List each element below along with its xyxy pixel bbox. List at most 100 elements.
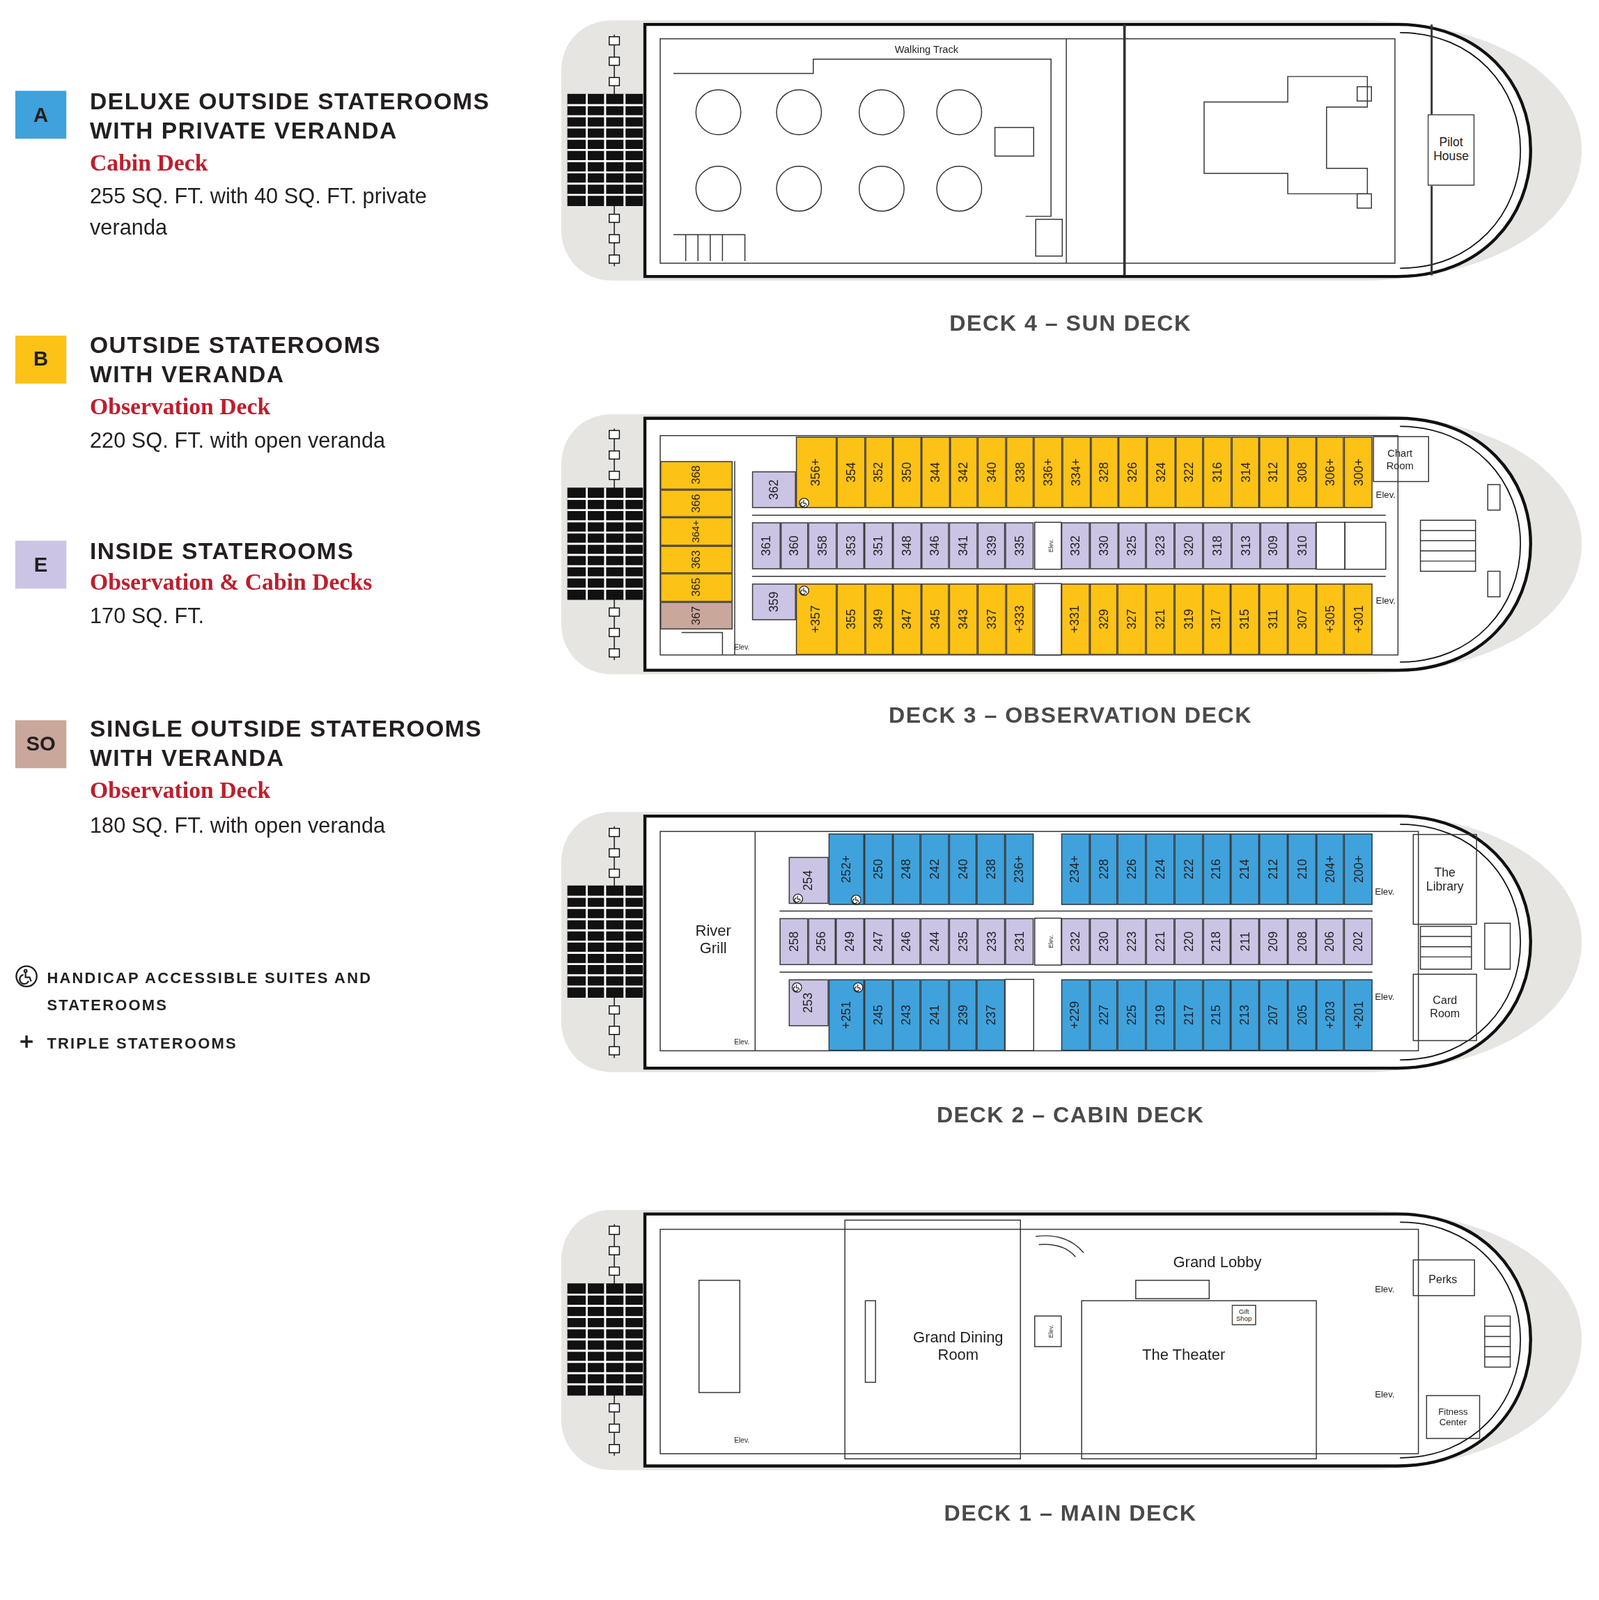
handicap-icon xyxy=(14,964,39,989)
icon-ring xyxy=(851,895,861,905)
room-box: Pilot House xyxy=(1427,114,1475,186)
room-number: 245 xyxy=(871,1004,885,1026)
room-number: 211 xyxy=(1238,931,1252,952)
plus-mark xyxy=(20,1035,33,1049)
room-number: 351 xyxy=(872,535,886,556)
stateroom: 368 xyxy=(660,461,733,489)
stateroom: 241 xyxy=(920,979,949,1052)
legend-heading: HANDICAP ACCESSIBLE SUITES AND STATEROOM… xyxy=(46,965,374,1019)
elevator-label-box: Elev. xyxy=(1374,1278,1395,1297)
triple-symbol xyxy=(14,1029,39,1054)
room-number: 232 xyxy=(1069,931,1082,953)
stateroom: 366 xyxy=(660,489,733,518)
stateroom: 352 xyxy=(864,436,893,509)
room-number: 312 xyxy=(1267,462,1281,483)
size-note-box: 170 SQ. FT. xyxy=(89,600,437,632)
room-number: 250 xyxy=(871,859,885,880)
handicap-icon xyxy=(798,497,811,510)
stateroom: 225 xyxy=(1117,979,1147,1052)
room-number: 236+ xyxy=(1013,855,1026,884)
stateroom: 346 xyxy=(920,522,949,569)
deck-title-box: DECK 1 – MAIN DECK xyxy=(943,1500,1197,1527)
stateroom: 250 xyxy=(864,833,893,906)
room-number: 366 xyxy=(690,493,702,513)
stateroom: 254 xyxy=(789,857,829,904)
stateroom: +251 xyxy=(828,979,865,1052)
stateroom: 218 xyxy=(1202,918,1232,966)
stateroom: +305 xyxy=(1315,583,1345,656)
room-number: 228 xyxy=(1097,859,1111,880)
stateroom: 340 xyxy=(977,436,1006,509)
room-number: 300+ xyxy=(1352,458,1365,487)
room-number: 330 xyxy=(1097,535,1111,556)
legend-heading-box: OUTSIDE STATEROOMS WITH VERANDA xyxy=(89,330,407,390)
room-number: 212 xyxy=(1267,859,1281,880)
stateroom: 308 xyxy=(1287,436,1316,509)
stateroom: 362 xyxy=(752,471,797,509)
legend-heading-box: HANDICAP ACCESSIBLE SUITES AND STATEROOM… xyxy=(46,965,374,1019)
deck-note-box: Cabin Deck xyxy=(89,146,208,179)
stateroom: 364+ xyxy=(660,517,733,546)
room-name-box: Grand Dining Room xyxy=(901,1328,1014,1364)
stateroom: 227 xyxy=(1089,979,1118,1052)
elevator-label: Elev. xyxy=(734,644,750,652)
room-name: The Theater xyxy=(1142,1346,1226,1364)
icon-ring xyxy=(16,966,37,987)
room-name-box: Fitness Center xyxy=(1428,1407,1478,1428)
room-number: 223 xyxy=(1126,931,1139,953)
stateroom: 246 xyxy=(892,918,922,966)
room-name: The Library xyxy=(1417,865,1473,895)
stateroom: 202 xyxy=(1344,918,1373,966)
stateroom: 328 xyxy=(1090,436,1119,509)
deck-note: Observation & Cabin Decks xyxy=(89,569,372,596)
room-number: 219 xyxy=(1153,1004,1167,1026)
size-note-box: 180 SQ. FT. with open veranda xyxy=(89,809,437,841)
room-number: 342 xyxy=(957,462,971,483)
icon-ring xyxy=(853,983,863,993)
area-name: Walking Track xyxy=(894,43,959,56)
room-number: 325 xyxy=(1126,535,1139,556)
room-name-box: Perks xyxy=(1428,1269,1457,1288)
room-number: 328 xyxy=(1098,462,1111,483)
stateroom: 212 xyxy=(1259,833,1288,906)
room-number: 339 xyxy=(985,535,998,556)
stateroom: 332 xyxy=(1061,522,1090,569)
stateroom: 219 xyxy=(1146,979,1175,1052)
stateroom: 365 xyxy=(660,573,733,602)
stateroom: 336+ xyxy=(1034,436,1063,509)
stateroom: 343 xyxy=(949,583,978,656)
icon-figure xyxy=(800,500,807,507)
icon-figure xyxy=(794,895,801,903)
stateroom: 360 xyxy=(780,522,808,569)
stateroom: 309 xyxy=(1259,522,1289,569)
stateroom: 315 xyxy=(1231,583,1260,656)
room-number: 308 xyxy=(1296,462,1309,483)
room-number: 237 xyxy=(984,1004,998,1026)
room-name-box: Chart Room xyxy=(1377,447,1423,473)
room-number: 368 xyxy=(690,465,702,485)
stateroom: 351 xyxy=(864,522,893,569)
room-number: 240 xyxy=(956,859,970,880)
elevator-label: Elev. xyxy=(1374,886,1395,897)
room-number: 220 xyxy=(1182,931,1196,953)
stateroom: 311 xyxy=(1259,583,1288,656)
stateroom: 325 xyxy=(1117,522,1147,569)
room-number: 241 xyxy=(928,1004,941,1026)
room-number: 315 xyxy=(1238,609,1252,630)
room-number: 258 xyxy=(787,931,801,953)
room-name-box: The Library xyxy=(1417,865,1473,895)
room-number: 205 xyxy=(1295,1004,1308,1026)
room-number: +229 xyxy=(1069,1001,1082,1030)
legend-heading: OUTSIDE STATEROOMS WITH VERANDA xyxy=(89,330,407,390)
room-number: 202 xyxy=(1352,931,1365,953)
deck-note: Observation Deck xyxy=(89,777,271,803)
stateroom: 344 xyxy=(921,436,950,509)
elevator-label-box: Elev. xyxy=(734,1428,750,1447)
stateroom: 233 xyxy=(977,918,1006,966)
legend-heading-box: SINGLE OUTSIDE STATEROOMS WITH VERANDA xyxy=(89,714,519,774)
stateroom: 236+ xyxy=(1004,833,1033,906)
room-number: 210 xyxy=(1295,859,1308,880)
swatch-letter: SO xyxy=(25,731,56,755)
room-number: +331 xyxy=(1069,605,1082,634)
